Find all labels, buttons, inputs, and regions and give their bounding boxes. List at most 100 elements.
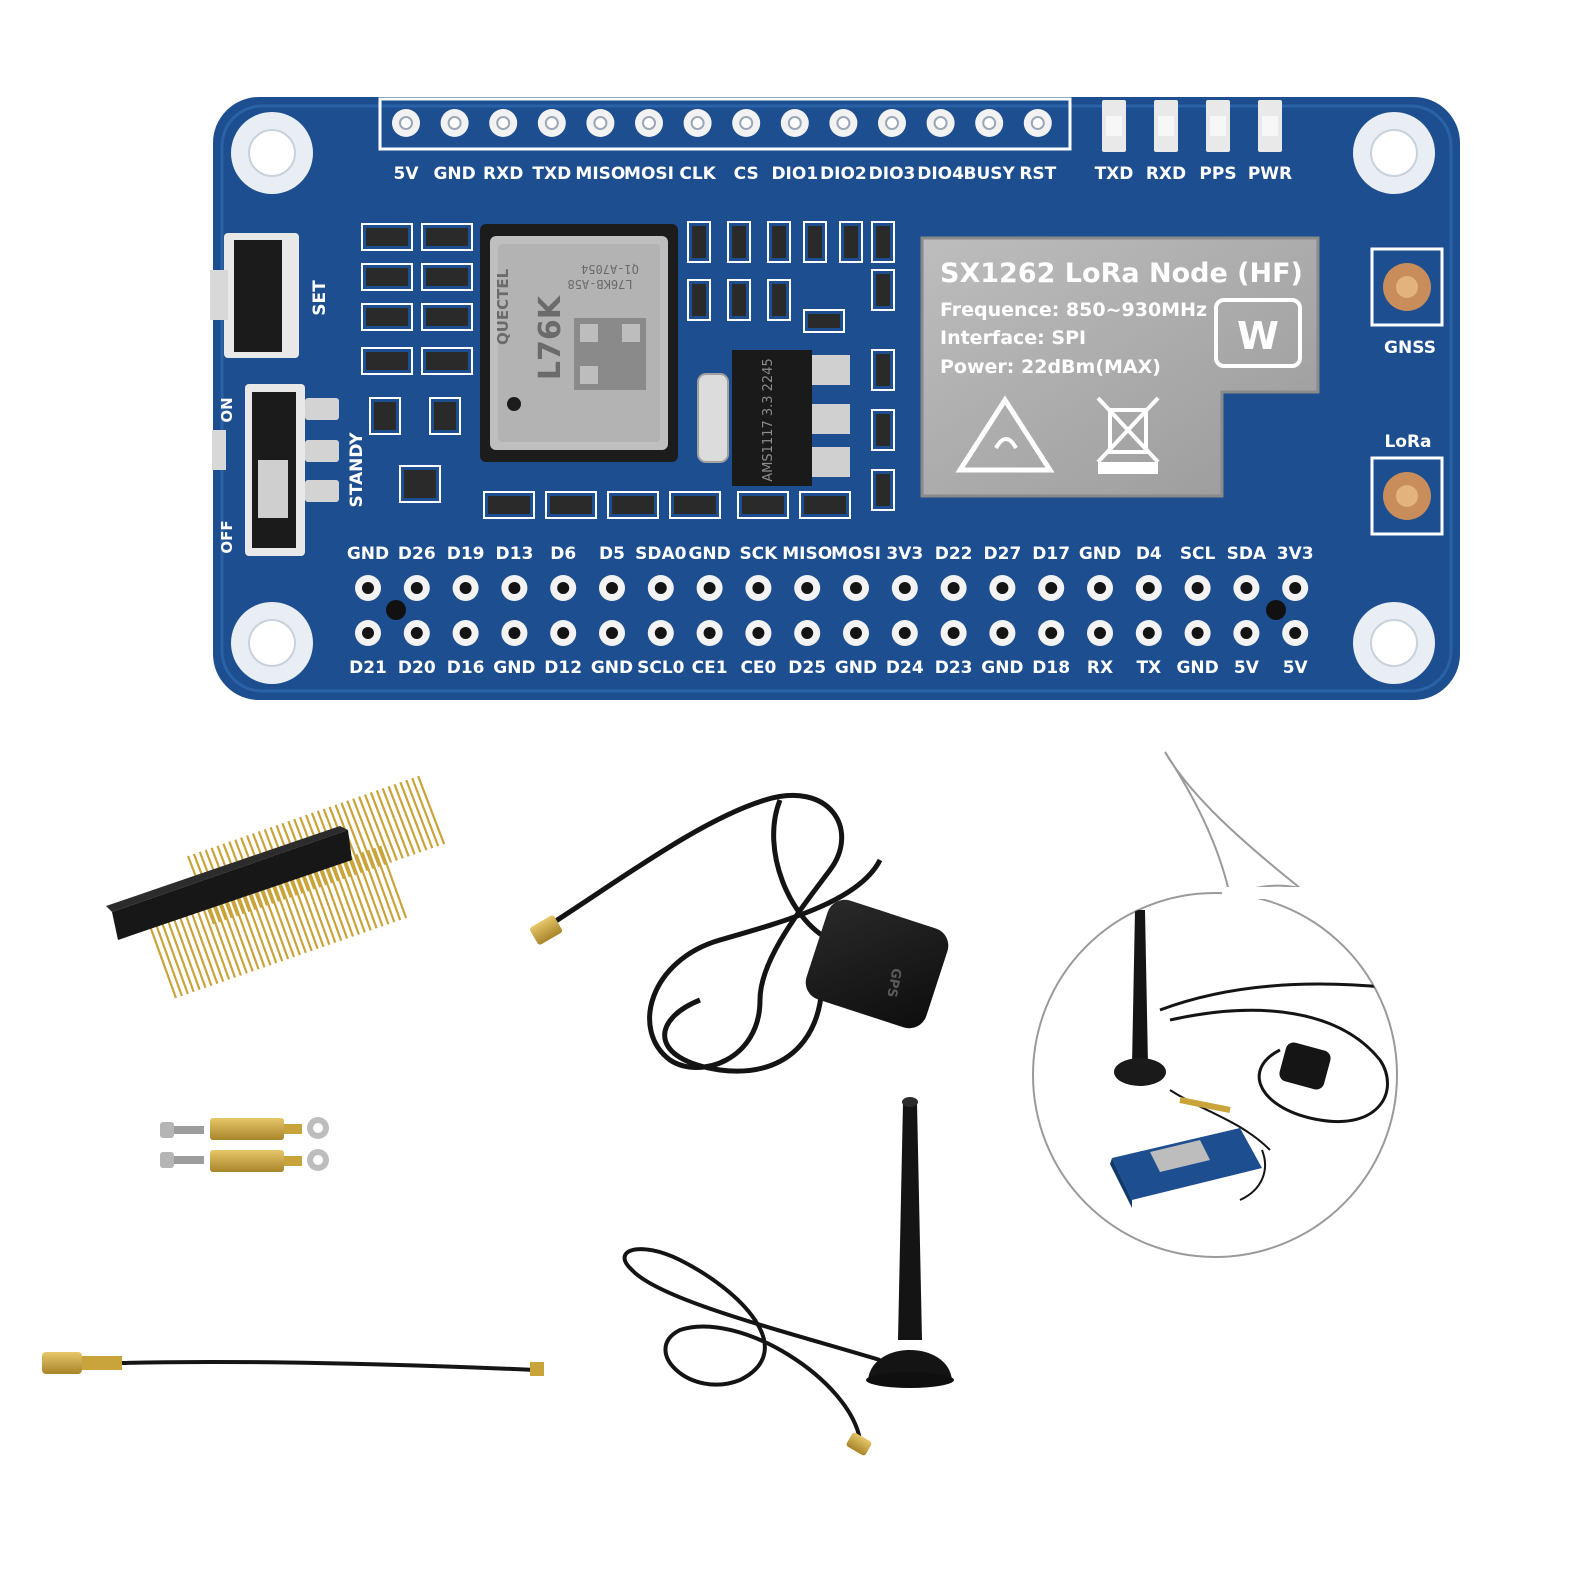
gps-module-model: L76K <box>533 294 568 380</box>
smd-part <box>876 274 890 306</box>
smd-footprint <box>687 221 711 263</box>
gps-antenna: GPS <box>529 792 949 1074</box>
lora-sucker-antenna <box>622 1097 954 1456</box>
led-lens <box>1262 116 1278 136</box>
smd-footprint <box>361 347 413 375</box>
led-label: PPS <box>1199 164 1236 184</box>
gpio-pad-hole <box>1191 627 1204 639</box>
smd-part <box>808 226 822 258</box>
header-pin <box>190 911 219 985</box>
led-label: TXD <box>1095 164 1134 184</box>
header-pin <box>346 800 375 870</box>
smd-part <box>366 228 408 246</box>
gpio-top-label: D4 <box>1136 544 1162 564</box>
smd-part <box>742 496 784 514</box>
led-label: PWR <box>1248 164 1292 184</box>
gpio-pad-hole <box>1191 582 1204 594</box>
header-pad-hole <box>933 116 948 130</box>
smd-part <box>426 268 468 286</box>
gpio-top-label: GND <box>688 544 730 564</box>
header-pin <box>369 792 398 861</box>
lora-module-interface: Interface: SPI <box>940 327 1086 349</box>
gps-module-brand: QUECTEL <box>494 268 512 345</box>
smd-footprint <box>687 279 711 321</box>
gpio-bottom-label: TX <box>1136 658 1161 678</box>
gpio-pad-hole <box>1289 627 1302 639</box>
smd-footprint <box>727 221 751 263</box>
gpio-pad-hole <box>362 582 374 594</box>
header-pin <box>178 915 207 989</box>
header-pin <box>411 777 440 847</box>
smd-part <box>366 352 408 370</box>
header-pin <box>387 785 416 855</box>
esd-warning-icon <box>955 395 1055 473</box>
gpio-top-label: SDA0 <box>635 544 687 564</box>
gpio-bottom-label: GND <box>591 658 633 678</box>
header-pin-label: RST <box>1019 164 1056 184</box>
gpio-bottom-label: GND <box>1176 658 1218 678</box>
header-pin <box>314 868 343 941</box>
smd-footprint <box>607 491 659 519</box>
header-pin <box>272 882 301 956</box>
header-pin <box>278 880 307 954</box>
smd-part <box>876 226 890 258</box>
smd-footprint <box>483 491 535 519</box>
gpio-bottom-label: D12 <box>544 658 582 678</box>
header-pin-label: GND <box>433 164 475 184</box>
off-label: OFF <box>218 520 236 553</box>
header-pin-label: MOSI <box>624 164 674 184</box>
gpio-top-label: MISO <box>782 544 832 564</box>
gpio-pad-hole <box>508 582 521 594</box>
header-pin <box>166 919 195 993</box>
gpio-top-label: D6 <box>550 544 576 564</box>
header-pin-label: MISO <box>575 164 625 184</box>
standby-label: STANDY <box>347 432 367 508</box>
header-pin-label: CS <box>734 164 759 184</box>
smd-footprint <box>421 347 473 375</box>
status-leds: TXD RXD PPS PWR <box>1095 100 1292 184</box>
gpio-top-label: D26 <box>398 544 436 564</box>
gpio-bottom-label: GND <box>981 658 1023 678</box>
header-pad-hole <box>836 116 851 130</box>
header-pin <box>358 796 387 865</box>
header-pin <box>213 903 242 976</box>
header-pin <box>184 913 213 987</box>
header-pin <box>302 872 331 946</box>
gpio-bottom-label: CE0 <box>740 658 776 678</box>
pin-header <box>106 775 446 999</box>
gpio-pad-hole <box>898 582 911 594</box>
gpio-top-label: SCK <box>739 544 778 564</box>
smd-part <box>404 470 436 498</box>
header-pin <box>231 896 260 970</box>
header-pad-hole <box>690 116 705 130</box>
smd-footprint <box>361 223 413 251</box>
header-pin <box>172 917 201 991</box>
gpio-pad-hole <box>996 627 1009 639</box>
header-pin <box>255 888 284 962</box>
gpio-pad-hole <box>801 627 814 639</box>
gpio-top-label: D5 <box>599 544 625 564</box>
header-pad-hole <box>1030 116 1045 130</box>
on-label: ON <box>218 397 236 422</box>
smd-footprint <box>839 221 863 263</box>
smd-footprint <box>737 491 789 519</box>
gpio-top-label: SDA <box>1227 544 1267 564</box>
gpio-bottom-label: GND <box>835 658 877 678</box>
header-pin <box>290 876 319 950</box>
gpio-bottom-label: RX <box>1087 658 1113 678</box>
smd-part <box>488 496 530 514</box>
fiducial <box>1266 600 1286 620</box>
header-pin-label: DIO2 <box>820 164 867 184</box>
gpio-bottom-label: D20 <box>398 658 436 678</box>
lora-module: SX1262 LoRa Node (HF) Frequence: 850~930… <box>920 236 1320 498</box>
led-label: RXD <box>1146 164 1186 184</box>
header-pin <box>363 794 393 863</box>
gps-antenna-label: GPS <box>883 967 903 999</box>
screw <box>160 1122 204 1168</box>
gpio-pad-hole <box>459 582 472 594</box>
header-pad-hole <box>496 116 511 130</box>
header-pin <box>337 860 366 933</box>
